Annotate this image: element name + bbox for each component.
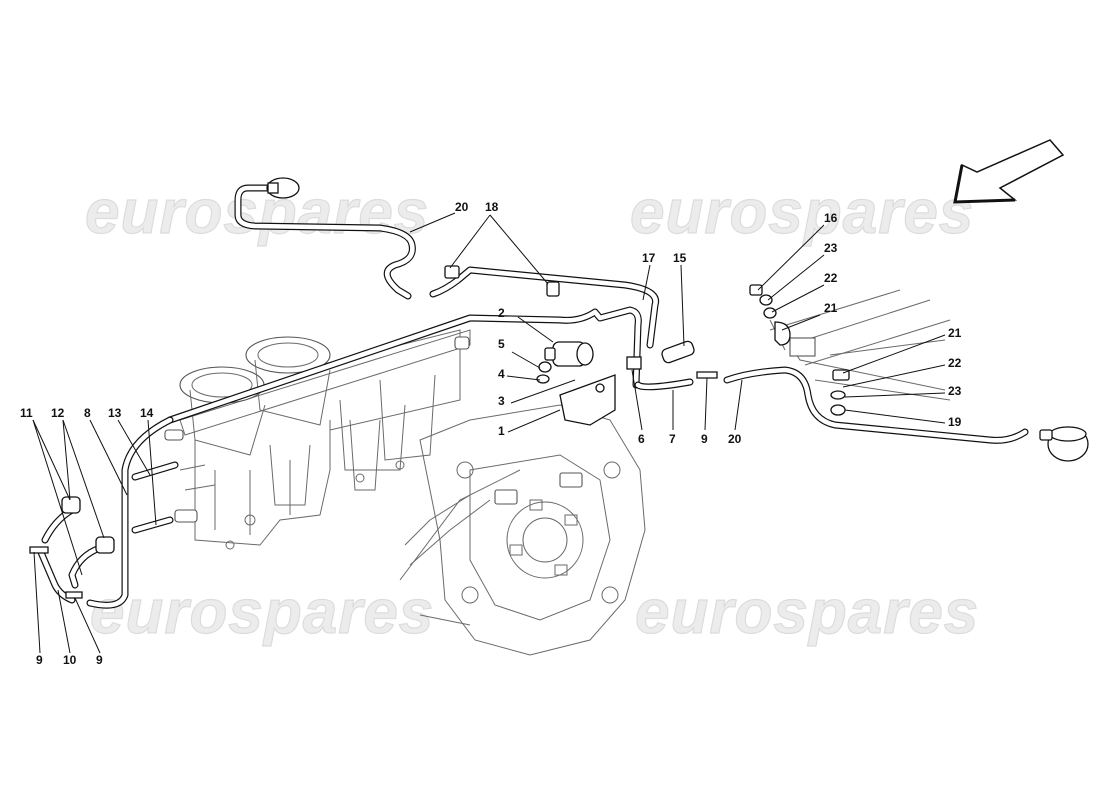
callout-label: 17: [642, 251, 656, 265]
callout-label: 22: [948, 356, 962, 370]
hose-group: [36, 184, 1029, 609]
watermark-top-right: eurospares: [630, 178, 974, 247]
callout-label: 23: [824, 241, 838, 255]
callout-label: 16: [824, 211, 838, 225]
callout-label: 11: [20, 406, 33, 420]
callout-label: 3: [498, 394, 505, 408]
callout-label: 7: [669, 432, 676, 446]
callout-label: 6: [638, 432, 645, 446]
callout-label: 2: [498, 306, 505, 320]
callout-label: 1: [498, 424, 505, 438]
callout-label: 21: [824, 301, 838, 315]
gearbox-housing: [399, 404, 646, 656]
callout-label: 4: [498, 367, 505, 381]
callout-label: 22: [824, 271, 838, 285]
callout-label: 8: [84, 406, 91, 420]
callout-label: 9: [36, 653, 43, 667]
callout-label: 9: [701, 432, 708, 446]
callout-label: 5: [498, 337, 505, 351]
callout-label: 15: [673, 251, 687, 265]
callout-label: 19: [948, 415, 962, 429]
callout-label: 10: [63, 653, 77, 667]
watermark-bottom-right: eurospares: [635, 578, 979, 647]
watermark-group: eurospares eurospares eurospares eurospa…: [84, 177, 979, 647]
callout-label: 12: [51, 406, 65, 420]
callout-label: 21: [948, 326, 962, 340]
callout-label: 14: [140, 406, 154, 420]
leader-lines: [32, 212, 946, 654]
callout-label: 13: [108, 406, 122, 420]
direction-arrow-icon: [953, 139, 1065, 204]
callout-label: 20: [455, 200, 469, 214]
callout-label: 23: [948, 384, 962, 398]
callout-label: 18: [485, 200, 499, 214]
component-group: [29, 177, 1089, 599]
watermark-bottom-left: eurospares: [90, 578, 434, 647]
callout-labels: 20 18 17 15 16 23 22 21 2 5 4 3 1 6 7 9 …: [20, 200, 962, 667]
callout-label: 9: [96, 653, 103, 667]
callout-label: 20: [728, 432, 742, 446]
intake-manifold: [164, 329, 471, 550]
